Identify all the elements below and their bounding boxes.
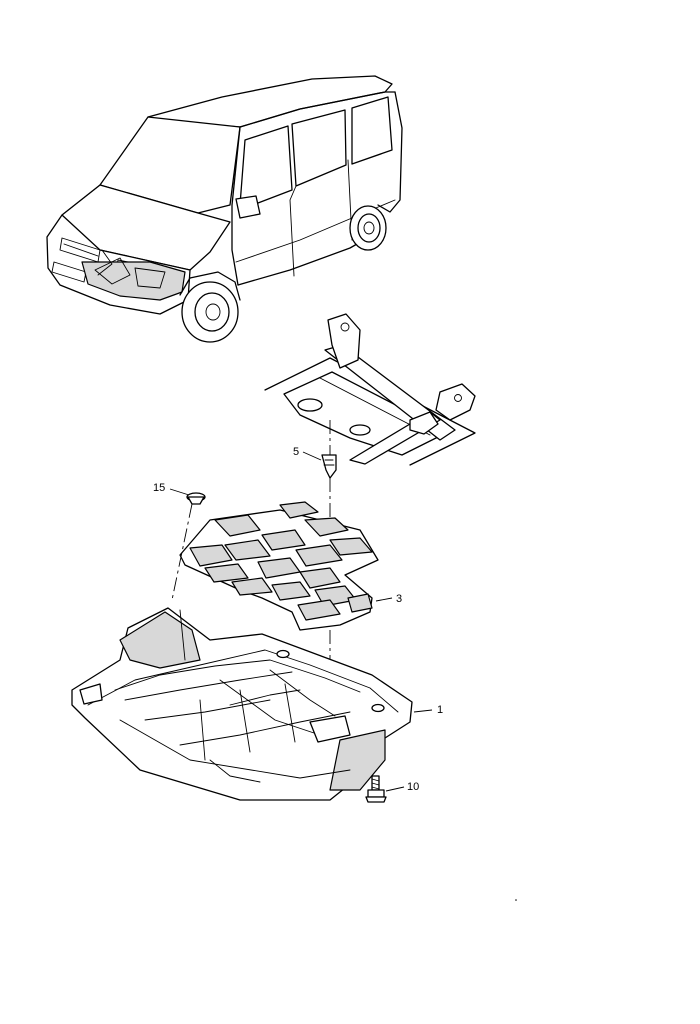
part-1-underbody-guard [71,607,433,801]
part-5-clip [302,451,337,479]
callout-1: 1 [437,704,443,716]
callout-10: 10 [407,781,419,793]
van-illustration [46,75,403,343]
stray-dot [515,899,517,901]
part-15-fastener [169,488,206,505]
callout-15: 15 [153,482,165,494]
callout-5: 5 [293,446,299,458]
callout-3: 3 [396,593,402,605]
subframe-crossmember [264,313,476,466]
part-3-shield-panel [179,501,393,631]
part-10-bolt [365,775,405,803]
